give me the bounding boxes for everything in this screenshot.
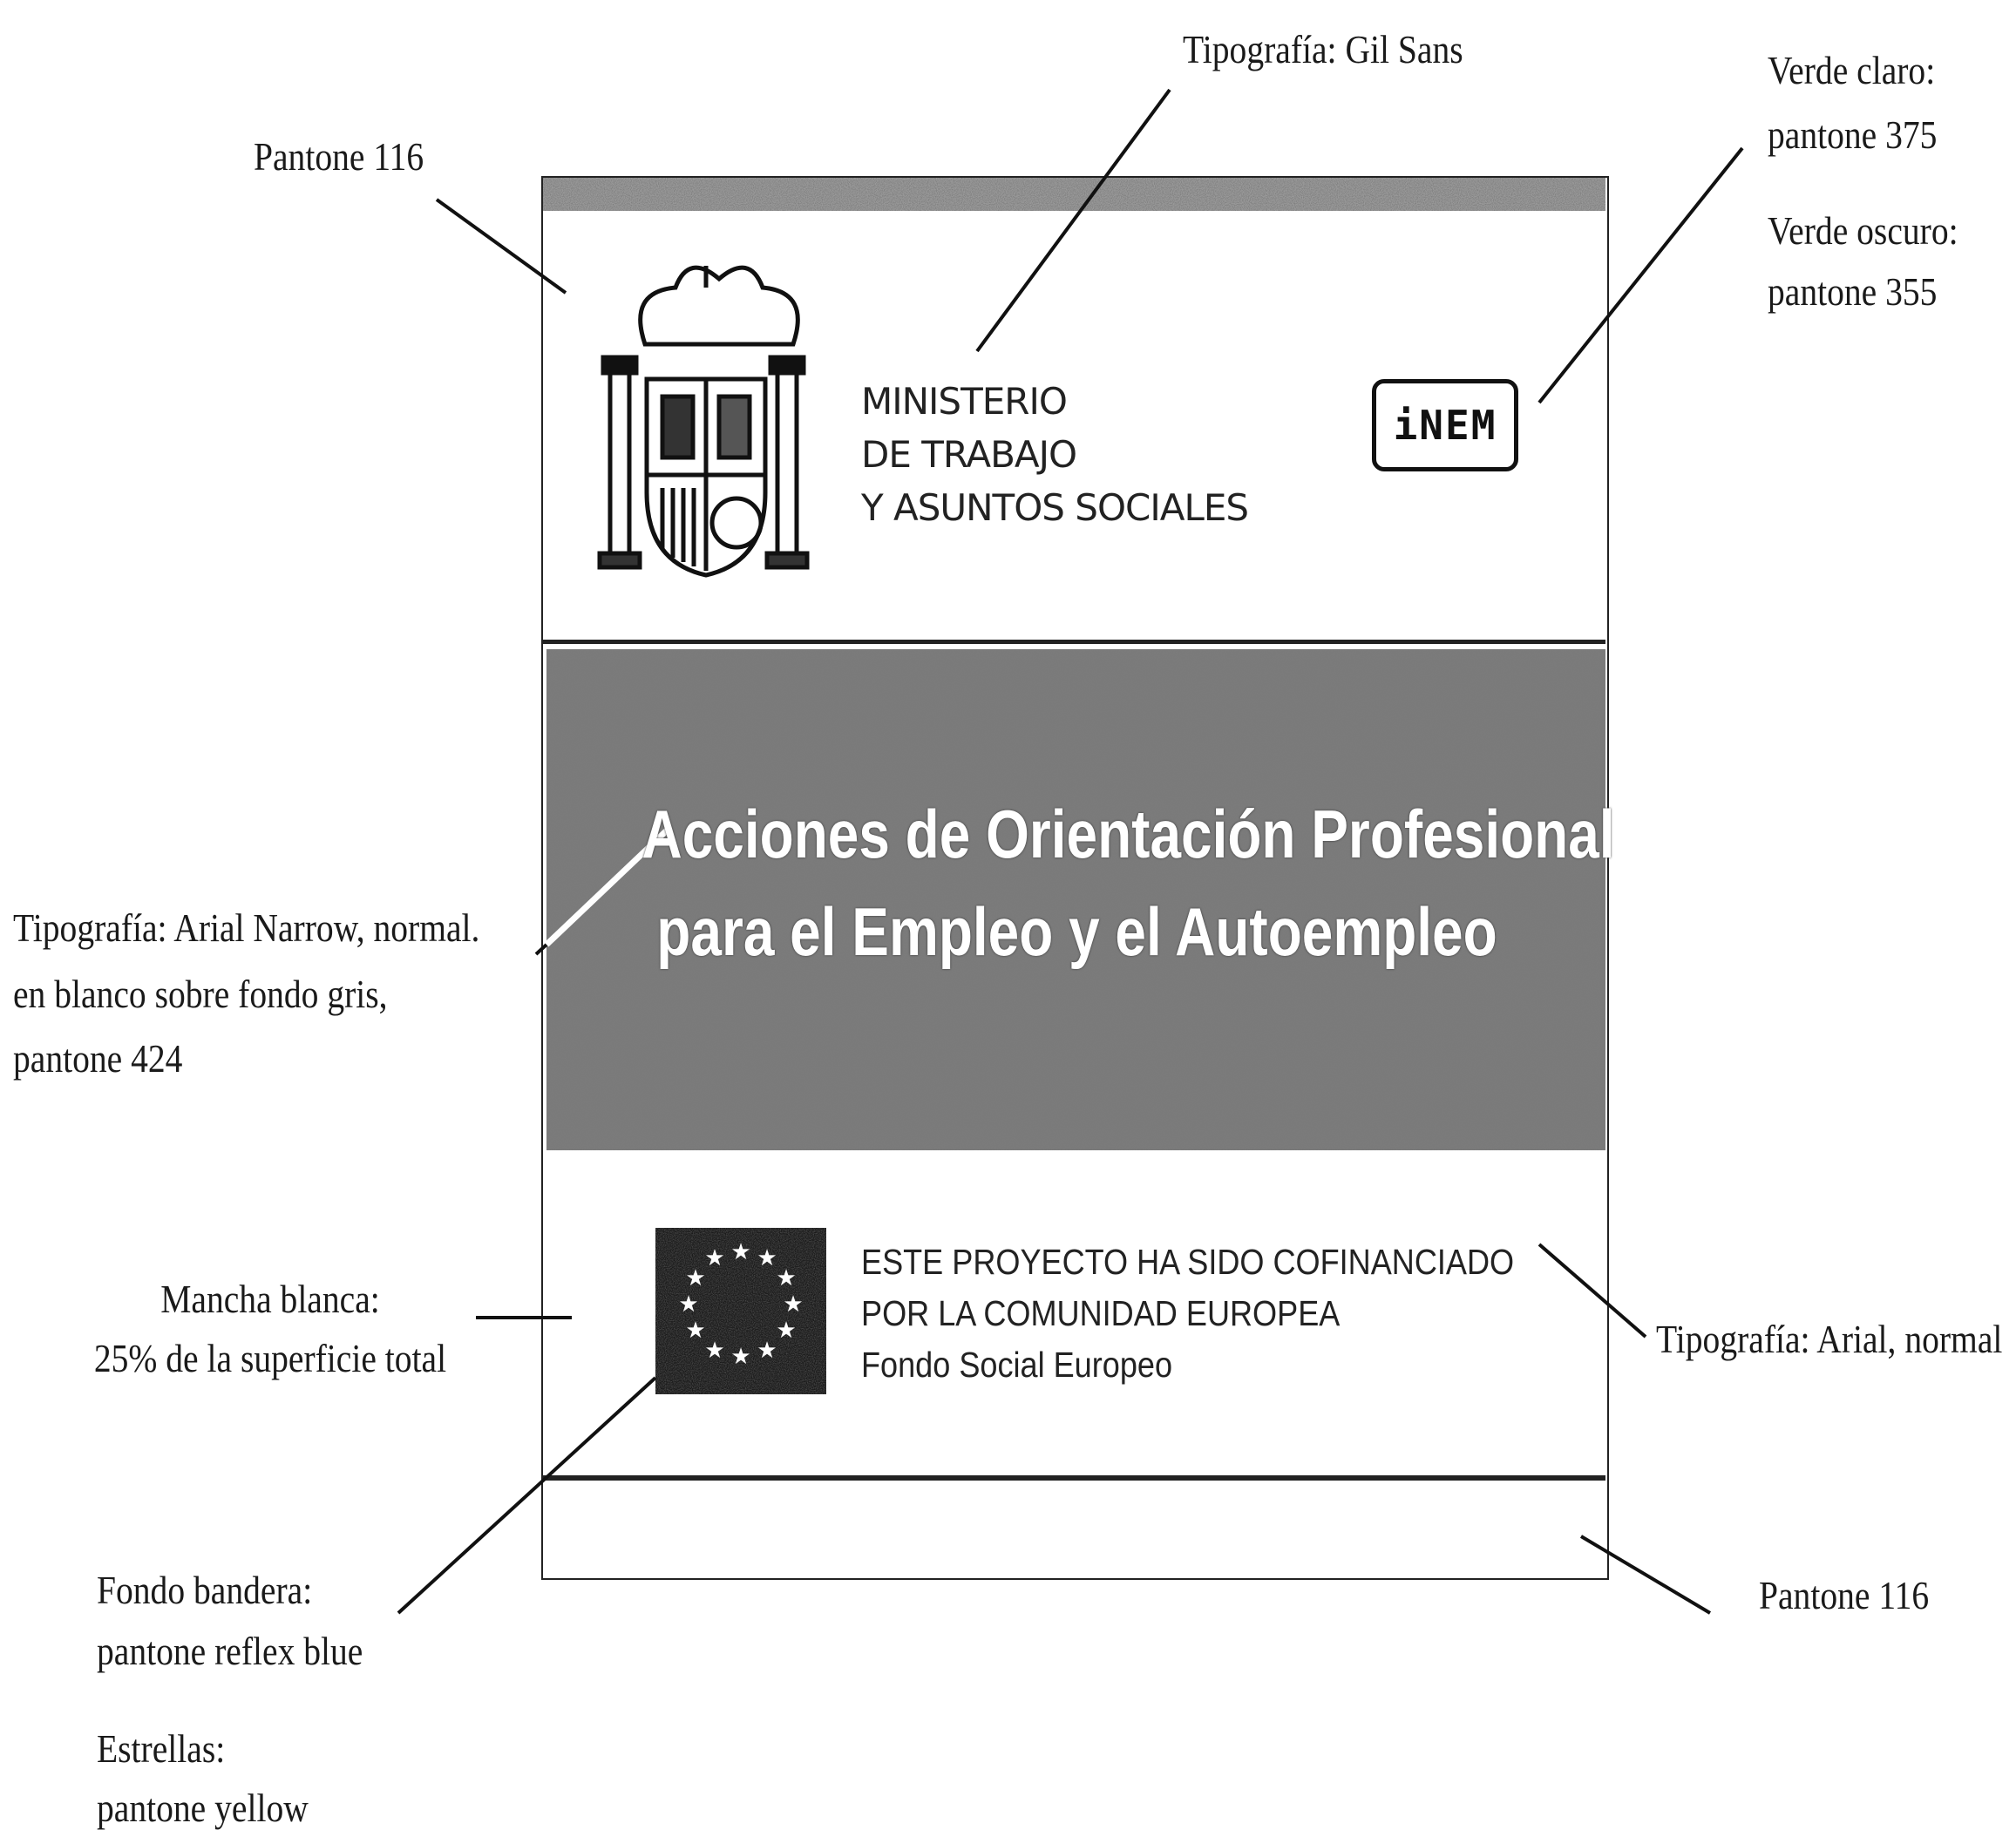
- svg-text:★: ★: [730, 1344, 750, 1370]
- annotation-mancha-1: Mancha blanca:: [160, 1277, 380, 1321]
- leader-pantone-116-top: [435, 198, 567, 295]
- annotation-verde-claro-label: Verde claro:: [1768, 48, 1936, 92]
- leader-fondo-bandera: [397, 1376, 657, 1615]
- divider-bottom: [543, 1475, 1605, 1481]
- svg-text:★: ★: [685, 1265, 705, 1291]
- eu-stars-icon: ★★★ ★★★ ★★★ ★★★: [678, 1239, 803, 1370]
- annotation-arial-narrow-2: en blanco sobre fondo gris,: [13, 972, 388, 1016]
- annotation-pantone-116-bottom: Pantone 116: [1759, 1573, 1930, 1617]
- eu-line-2: POR LA COMUNIDAD EUROPEA: [861, 1293, 1341, 1333]
- svg-text:★: ★: [783, 1291, 803, 1318]
- ministry-line-1: MINISTERIO: [861, 380, 1068, 423]
- leader-arial-normal: [1537, 1243, 1647, 1339]
- svg-text:★: ★: [776, 1318, 796, 1344]
- svg-text:★: ★: [678, 1291, 698, 1318]
- svg-text:★: ★: [704, 1245, 724, 1271]
- svg-text:★: ★: [730, 1239, 750, 1265]
- eu-line-3: Fondo Social Europeo: [861, 1345, 1173, 1385]
- coat-of-arms-icon: [597, 265, 810, 578]
- annotation-verde-claro-value: pantone 375: [1768, 112, 1938, 157]
- leader-lines: [397, 88, 1744, 1615]
- leader-verde: [1537, 146, 1744, 404]
- leader-arial-narrow: [544, 826, 671, 947]
- eu-line-1: ESTE PROYECTO HA SIDO COFINANCIADO: [861, 1242, 1515, 1282]
- divider-top: [543, 640, 1605, 644]
- annotation-verde-oscuro-value: pantone 355: [1768, 269, 1938, 314]
- svg-text:★: ★: [776, 1265, 796, 1291]
- annotation-fondo-bandera-value: pantone reflex blue: [97, 1629, 363, 1673]
- annotation-estrellas-value: pantone yellow: [97, 1786, 309, 1830]
- annotation-gil-sans: Tipografía: Gil Sans: [1183, 27, 1463, 71]
- svg-text:★: ★: [757, 1245, 777, 1271]
- svg-text:★: ★: [704, 1338, 724, 1364]
- annotation-arial-narrow-1: Tipografía: Arial Narrow, normal.: [13, 905, 480, 950]
- title-line-1: Acciones de Orientación Profesional: [641, 796, 1615, 872]
- annotation-verde-oscuro-label: Verde oscuro:: [1768, 208, 1958, 253]
- svg-text:★: ★: [757, 1338, 777, 1364]
- ministry-line-3: Y ASUNTOS SOCIALES: [861, 486, 1249, 529]
- annotation-fondo-bandera-label: Fondo bandera:: [97, 1568, 313, 1612]
- leader-pantone-116-bottom: [1579, 1535, 1712, 1615]
- annotation-arial-narrow-3: pantone 424: [13, 1036, 183, 1081]
- annotation-mancha-2: 25% de la superficie total: [93, 1336, 447, 1380]
- inem-logo: iNEM: [1372, 379, 1518, 471]
- annotation-arial-normal: Tipografía: Arial, normal: [1656, 1317, 2003, 1361]
- annotation-pantone-116-top: Pantone 116: [254, 134, 424, 179]
- ministry-line-2: DE TRABAJO: [861, 433, 1077, 476]
- title-line-2: para el Empleo y el Autoempleo: [656, 893, 1497, 970]
- grey-title-texture: [546, 649, 1605, 1150]
- top-band-texture: [543, 178, 1605, 211]
- annotation-estrellas-label: Estrellas:: [97, 1726, 226, 1771]
- leader-gil-sans: [975, 88, 1171, 353]
- svg-text:★: ★: [685, 1318, 705, 1344]
